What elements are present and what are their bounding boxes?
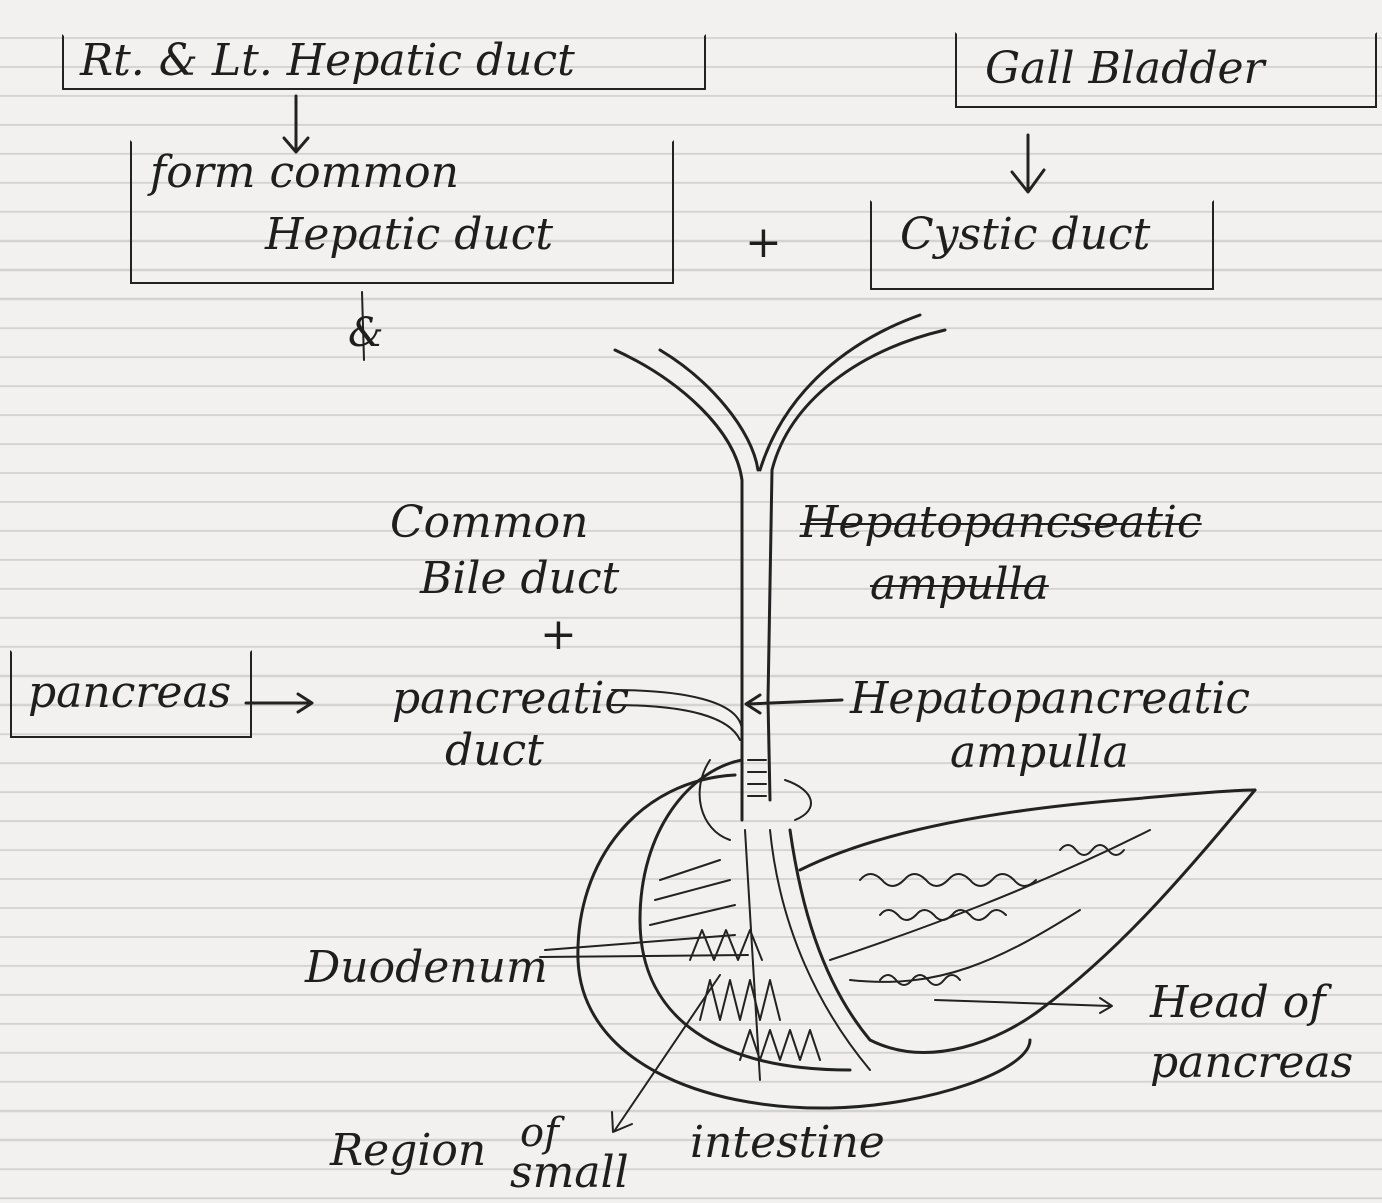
duct-label: duct: [445, 728, 544, 774]
hepatopancreatic-label: Hepatopancreatic: [850, 676, 1250, 722]
head-of-label: Head of: [1150, 980, 1326, 1026]
and-sign: &: [348, 312, 384, 354]
pancreas-label: pancreas: [1150, 1040, 1353, 1086]
duodenum-label: Duodenum: [305, 945, 548, 991]
duodenum-loop: [578, 760, 1030, 1108]
cystic-duct-label: Cystic duct: [900, 212, 1150, 258]
struck-ampulla: ampulla: [870, 562, 1049, 608]
form-common-label: form common: [150, 150, 459, 196]
pancreas-box-label: pancreas: [28, 670, 231, 716]
arrow-ampulla-pointer: [746, 695, 842, 713]
arrow-head-of-pancreas: [935, 998, 1112, 1013]
intestine-label: intestine: [690, 1120, 885, 1166]
arrow-pancreas-to-duct: [246, 694, 312, 712]
bile-duct-label: Bile duct: [420, 556, 619, 602]
arrow-gall-to-cystic: [1012, 135, 1044, 192]
gall-bladder-label: Gall Bladder: [985, 46, 1265, 92]
small-label: small: [510, 1150, 629, 1196]
region-label: Region: [330, 1128, 486, 1174]
plus-top: +: [745, 220, 782, 266]
hepatic-ducts-label: Rt. & Lt. Hepatic duct: [80, 38, 575, 84]
hepatic-duct-label: Hepatic duct: [265, 212, 553, 258]
common-label: Common: [390, 500, 588, 546]
pancreatic-label: pancreatic: [392, 676, 629, 722]
plus-mid: +: [540, 612, 577, 658]
ampulla-label: ampulla: [950, 730, 1129, 776]
struck-hepatopancreatic: Hepatopancseatic: [800, 500, 1202, 546]
